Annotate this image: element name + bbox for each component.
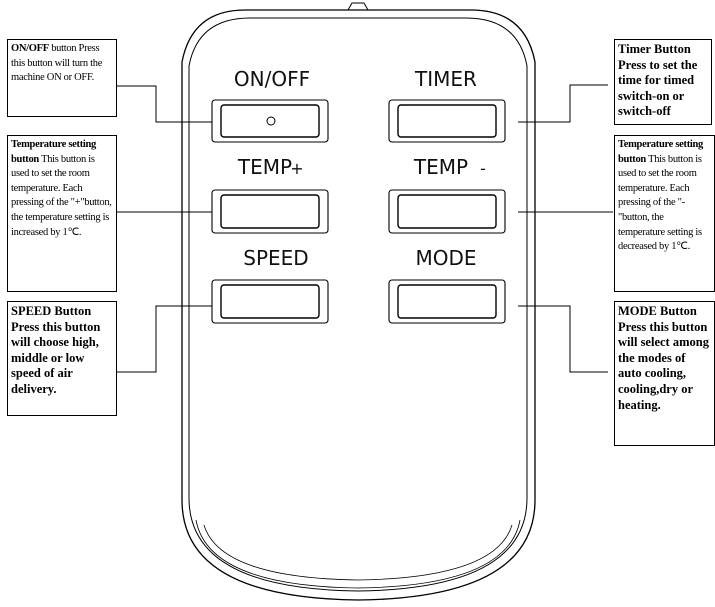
remote-body-inner <box>188 17 528 592</box>
on-off-label: ON/OFF <box>234 67 310 91</box>
speed-label: SPEED <box>243 246 308 270</box>
on-off-callout: ON/OFF button Press this button will tur… <box>7 39 117 117</box>
timer-label: TIMER <box>414 67 477 91</box>
ir-emitter <box>347 2 369 11</box>
leader-speed <box>117 305 212 373</box>
leader-on-off <box>117 85 212 123</box>
temp-minus-label: TEMP <box>413 155 468 179</box>
temp-plus-callout-title: Temperature setting button <box>11 139 96 165</box>
speed-button[interactable] <box>211 279 329 324</box>
speed-callout-text: SPEED Button Press this button will choo… <box>11 304 101 396</box>
timer-button[interactable] <box>388 99 506 143</box>
temp-plus-callout: Temperature setting button This button i… <box>7 135 117 292</box>
leader-timer <box>518 84 608 123</box>
mode-label: MODE <box>415 246 476 270</box>
speed-callout: SPEED Button Press this button will choo… <box>7 301 117 416</box>
remote-body-outer <box>181 9 536 601</box>
temp-plus-sign: + <box>290 159 303 178</box>
on-off-callout-title: ON/OFF <box>11 43 49 54</box>
timer-callout: Timer Button Press to set the time for t… <box>614 39 712 125</box>
temp-minus-callout-text: This button is used to set the room temp… <box>618 153 702 253</box>
mode-button[interactable] <box>388 279 506 324</box>
on-off-button[interactable] <box>211 99 329 143</box>
remote-bottom-curve-2 <box>203 524 513 581</box>
remote-bottom-curve-1 <box>195 519 521 589</box>
timer-callout-text: Timer Button Press to set the time for t… <box>618 42 698 119</box>
temp-plus-callout-text: This button is used to set the room temp… <box>11 153 112 238</box>
mode-callout: MODE Button Press this button will selec… <box>614 301 715 446</box>
leader-mode <box>518 305 608 373</box>
mode-callout-text: MODE Button Press this button will selec… <box>618 304 709 412</box>
temp-minus-button[interactable] <box>388 189 506 234</box>
temp-plus-label: TEMP <box>237 155 292 179</box>
temp-minus-callout: Temperature setting button This button i… <box>614 135 715 292</box>
power-indicator-icon <box>266 116 276 126</box>
temp-minus-callout-title: Temperature setting button <box>618 139 703 165</box>
temp-minus-sign: - <box>480 159 486 178</box>
temp-plus-button[interactable] <box>211 189 329 234</box>
on-off-callout-text: button Press this button will turn the m… <box>11 43 103 84</box>
